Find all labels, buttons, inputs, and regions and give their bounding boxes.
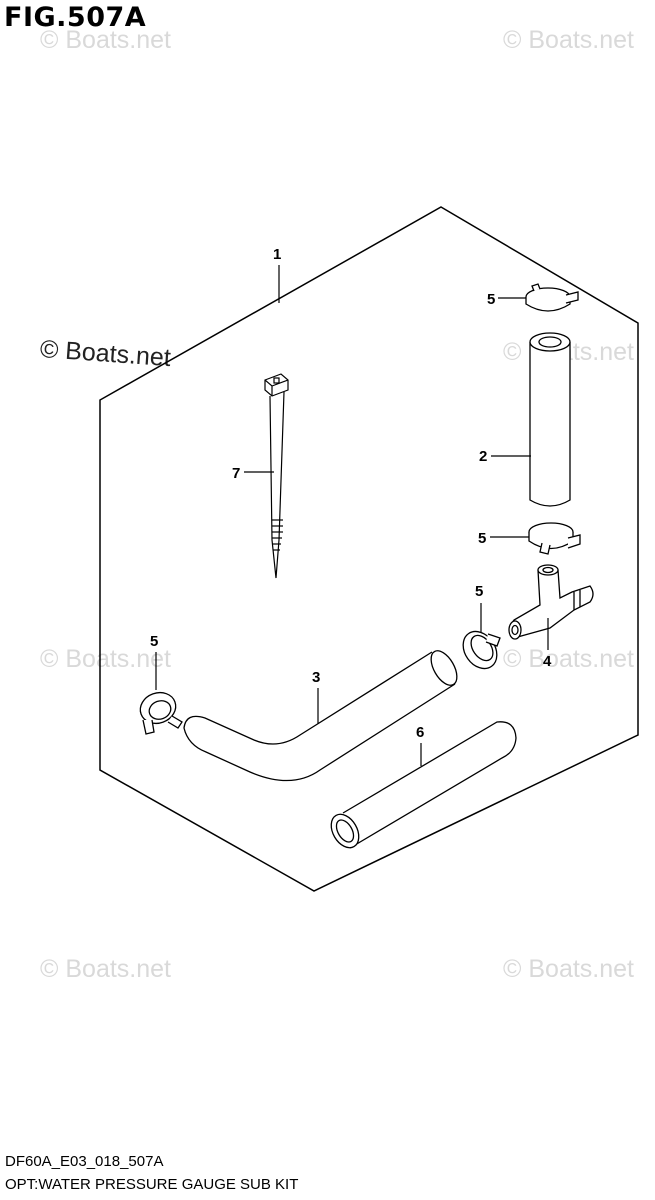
callout-5-left-label: 5 <box>150 633 158 650</box>
watermark: © Boats.net <box>40 26 171 54</box>
callout-5-top-label: 5 <box>487 291 495 308</box>
hose-straight <box>529 332 571 507</box>
figure-title: FIG.507A <box>4 2 147 33</box>
cable-tie <box>264 373 289 579</box>
hose-clamp-top <box>525 283 579 312</box>
hose-clamp-left <box>139 691 183 735</box>
callout-3-label: 3 <box>312 669 320 686</box>
watermark: © Boats.net <box>503 26 634 54</box>
hose-short <box>330 721 517 849</box>
watermark: © Boats.net <box>503 645 634 673</box>
callout-2-label: 2 <box>479 448 487 465</box>
hose-clamp-right <box>462 630 501 670</box>
callout-5-middle-label: 5 <box>478 530 486 547</box>
watermark: © Boats.net <box>503 955 634 983</box>
callout-4-label: 4 <box>543 653 552 670</box>
watermark: © Boats.net <box>40 645 171 673</box>
figure-code: DF60A_E03_018_507A <box>5 1153 164 1170</box>
callout-5-right-label: 5 <box>475 583 483 600</box>
tee-joint <box>508 564 594 640</box>
callout-6-label: 6 <box>416 724 424 741</box>
kit-outline <box>99 206 639 892</box>
watermark: © Boats.net <box>40 955 171 983</box>
figure-caption: OPT:WATER PRESSURE GAUGE SUB KIT <box>5 1176 299 1193</box>
callout-7-label: 7 <box>232 465 240 482</box>
hose-bent <box>183 650 458 782</box>
hose-clamp-middle <box>528 522 581 555</box>
callout-1-label: 1 <box>273 246 281 263</box>
